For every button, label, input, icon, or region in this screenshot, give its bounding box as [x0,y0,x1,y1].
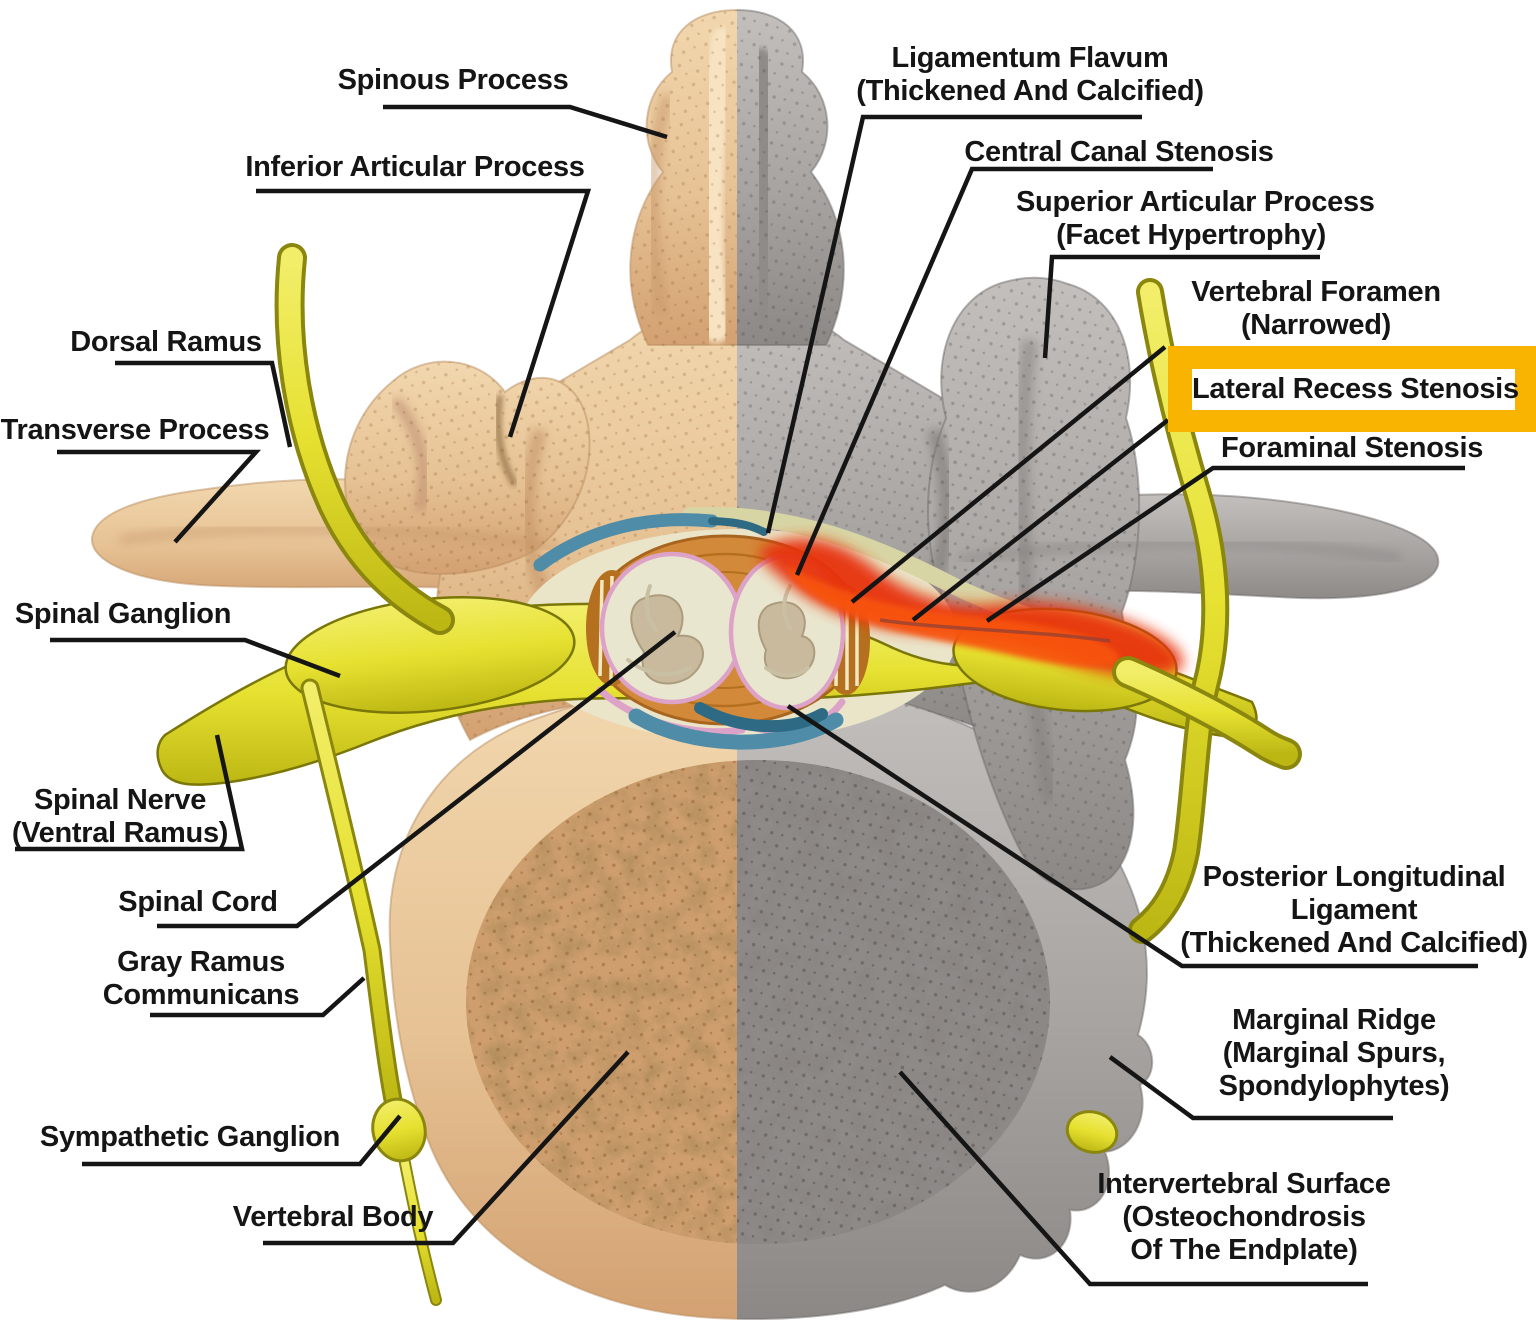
bone-left-half [90,9,737,1321]
label-dorsal-ramus: Dorsal Ramus [70,326,262,358]
label-vertebral-body: Vertebral Body [232,1201,434,1233]
label-marginal-ridge: Marginal Ridge (Marginal Spurs, Spondylo… [1218,1004,1450,1103]
label-spinous-process: Spinous Process [337,64,569,96]
stenosis-red-zone [759,537,1183,678]
label-posterior-longitudinal-ligament: Posterior Longitudinal Ligament (Thicken… [1180,861,1528,960]
left-sympathetic-ganglion [371,1097,427,1163]
label-gray-ramus-communicans: Gray Ramus Communicans [102,946,300,1012]
label-inferior-articular-process: Inferior Articular Process [245,151,585,183]
label-intervertebral-surface: Intervertebral Surface (Osteochondrosis … [1097,1168,1391,1267]
bone-right-half [737,9,1440,1321]
label-lateral-recess-stenosis: Lateral Recess Stenosis [1192,368,1519,410]
label-spinal-cord: Spinal Cord [118,886,278,918]
label-spinal-ganglion: Spinal Ganglion [14,598,232,630]
sympathetic-ganglia [371,1097,1119,1163]
label-foraminal-stenosis: Foraminal Stenosis [1220,432,1484,464]
label-spinal-nerve: Spinal Nerve (Ventral Ramus) [11,784,229,850]
leader-lines [15,104,1478,1287]
highlight-box-lateral-recess: Lateral Recess Stenosis [1168,346,1536,432]
label-vertebral-foramen: Vertebral Foramen (Narrowed) [1191,276,1441,342]
label-transverse-process: Transverse Process [0,414,270,446]
right-sympathetic-ganglion [1065,1110,1119,1154]
label-superior-articular-process: Superior Articular Process (Facet Hypert… [1016,186,1375,252]
label-central-canal-stenosis: Central Canal Stenosis [964,136,1274,168]
label-sympathetic-ganglion: Sympathetic Ganglion [39,1121,341,1153]
label-ligamentum-flavum: Ligamentum Flavum (Thickened And Calcifi… [856,42,1204,108]
